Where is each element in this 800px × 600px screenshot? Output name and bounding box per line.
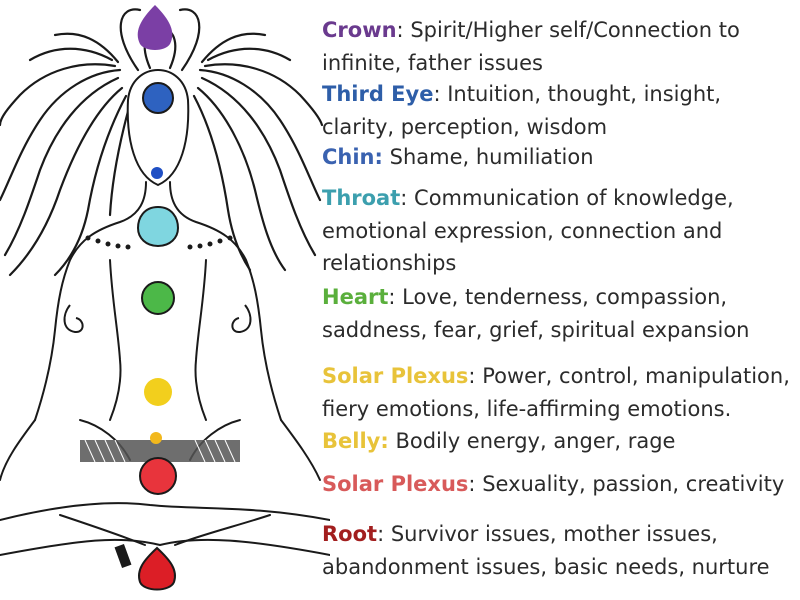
chakra-entry: Heart: Love, tenderness, compassion, sad… <box>322 281 794 346</box>
chakra-name: Third Eye <box>322 82 434 106</box>
chakra-separator: : <box>400 186 408 210</box>
chin-chakra-dot <box>151 167 163 179</box>
third-eye-chakra-circle <box>142 82 174 114</box>
chakra-separator: : <box>377 522 385 546</box>
chakra-figure-illustration <box>0 5 330 591</box>
chakra-entry: Solar Plexus: Sexuality, passion, creati… <box>322 468 794 501</box>
chakra-separator: : <box>388 285 396 309</box>
chakra-description: Intuition, thought, insight, clarity, pe… <box>322 82 722 139</box>
crown-chakra-drop <box>137 5 173 50</box>
solar-plexus-chakra-circle <box>144 378 172 406</box>
chakra-entry: Root: Survivor issues, mother issues, ab… <box>322 518 794 583</box>
chakra-description: Bodily energy, anger, rage <box>395 429 676 453</box>
chakra-separator: : <box>468 472 476 496</box>
belly-chakra-dot <box>150 432 162 444</box>
chakra-separator: : <box>433 82 441 106</box>
hair-strands <box>0 8 324 277</box>
chakra-description: Power, control, manipulation, fiery emot… <box>322 364 790 421</box>
sacral-chakra-circle <box>139 457 177 495</box>
chakra-name: Throat <box>322 186 401 210</box>
chakra-separator: : <box>396 18 404 42</box>
chakra-separator: : <box>374 145 383 169</box>
body-outline <box>0 181 330 556</box>
chakra-description: Sexuality, passion, creativity <box>482 472 785 496</box>
chakra-name: Belly <box>322 429 381 453</box>
arm-ornaments <box>63 304 252 334</box>
chakra-entry: Chin: Shame, humiliation <box>322 141 794 174</box>
chakra-name: Solar Plexus <box>322 472 469 496</box>
chakra-entry: Belly: Bodily energy, anger, rage <box>322 425 794 458</box>
throat-chakra-circle <box>136 205 180 248</box>
chakra-name: Crown <box>322 18 397 42</box>
chakra-separator: : <box>468 364 476 388</box>
chakra-entry: Third Eye: Intuition, thought, insight, … <box>322 78 794 143</box>
waist-band <box>80 440 240 462</box>
root-chakra-drop <box>138 546 176 591</box>
chakra-description: Love, tenderness, compassion, saddness, … <box>322 285 750 342</box>
chakra-entry: Solar Plexus: Power, control, manipulati… <box>322 360 794 425</box>
chakra-name: Root <box>322 522 378 546</box>
chakra-entry: Crown: Spirit/Higher self/Connection to … <box>322 14 794 79</box>
chakra-description: Communication of knowledge, emotional ex… <box>322 186 734 275</box>
chakra-name: Heart <box>322 285 389 309</box>
chakra-separator: : <box>380 429 389 453</box>
bracelet <box>114 543 132 569</box>
chakra-description: Survivor issues, mother issues, abandonm… <box>322 522 770 579</box>
chakra-description: Shame, humiliation <box>389 145 594 169</box>
waist-band-hatching <box>84 439 236 463</box>
chakra-entry: Throat: Communication of knowledge, emot… <box>322 182 794 280</box>
chakra-name: Chin <box>322 145 375 169</box>
necklace-dots <box>85 235 233 250</box>
chakra-description: Spirit/Higher self/Connection to infinit… <box>322 18 740 75</box>
heart-chakra-circle <box>141 281 175 315</box>
chakra-name: Solar Plexus <box>322 364 469 388</box>
